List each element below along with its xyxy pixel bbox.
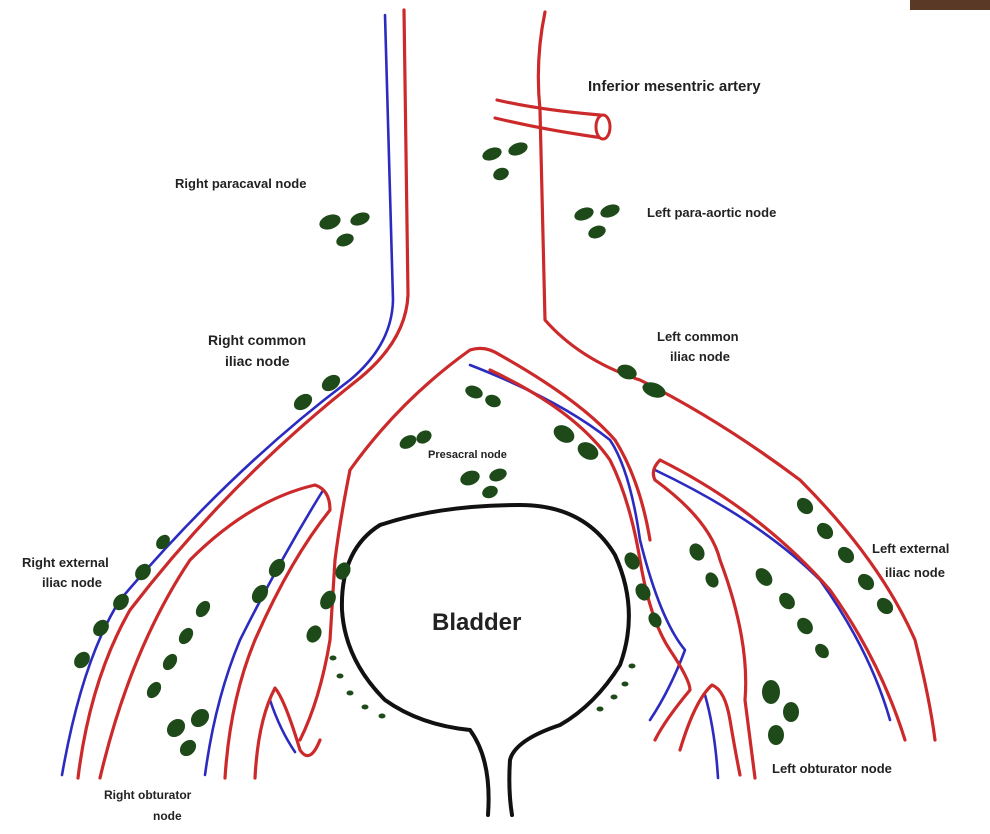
left-obturator-artery	[680, 685, 740, 775]
right-obturator-artery	[255, 688, 320, 778]
label-right-common-iliac-node-1: Right common	[208, 332, 306, 348]
lymph-node-left-internal	[703, 570, 721, 590]
label-left-external-iliac-node-1: Left external	[872, 541, 949, 556]
label-right-paracaval-node: Right paracaval node	[175, 176, 306, 191]
left-obturator-vein	[705, 695, 718, 778]
lymph-node-left-para-aortic	[573, 205, 596, 223]
perivesical-node-dot	[629, 664, 636, 669]
lymph-node-left-para-aortic	[586, 223, 607, 240]
inferior-mesenteric-artery-bottom	[495, 118, 603, 138]
lymph-node-right-internal	[193, 598, 213, 620]
lymph-node-presacral	[487, 466, 508, 483]
label-left-common-iliac-node-1: Left common	[657, 329, 739, 344]
label-right-external-iliac-node-2: iliac node	[42, 575, 102, 590]
inferior-mesenteric-artery-end	[596, 115, 610, 139]
lymph-node-left-para-aortic	[599, 202, 622, 220]
lymph-node-left-internal	[686, 541, 707, 564]
lymph-node-presacral	[480, 484, 499, 501]
perivesical-node-dot	[379, 714, 386, 719]
label-right-common-iliac-node-2: iliac node	[225, 353, 290, 369]
lymph-node-left-presacral	[550, 422, 577, 447]
lymph-node-left-obturator	[768, 725, 784, 745]
lymph-node-right-internal	[144, 679, 164, 701]
label-right-obturator-node-2: node	[153, 809, 182, 823]
label-left-common-iliac-node-2: iliac node	[670, 349, 730, 364]
lymph-node-para-aortic	[507, 140, 530, 158]
lymph-node-left-internal	[646, 610, 664, 630]
perivesical-node-dot	[330, 656, 337, 661]
lymph-node-right-internal	[317, 588, 339, 612]
label-presacral-node: Presacral node	[428, 449, 507, 461]
perivesical-node-dot	[611, 695, 618, 700]
lymph-node-para-aortic	[491, 166, 510, 183]
lymph-node-para-aortic	[481, 145, 504, 163]
corner-tab	[910, 0, 990, 10]
lymph-node-left-external	[814, 520, 837, 543]
lymph-node-presacral	[397, 432, 419, 451]
left-common-iliac-vein	[470, 365, 685, 720]
lymph-node-left-external	[812, 641, 831, 661]
lymph-node-left-obturator	[762, 680, 780, 704]
lymph-node-right-obturator	[187, 705, 212, 730]
lymph-node-presacral	[463, 383, 484, 400]
perivesical-node-dot	[622, 682, 629, 687]
lymph-node-left-external	[752, 565, 776, 589]
lymph-node-right-internal	[160, 651, 180, 673]
lymph-node-right-obturator	[177, 737, 200, 760]
lymph-node-paracaval	[349, 210, 372, 228]
label-inferior-mesenteric-artery: Inferior mesentric artery	[588, 78, 761, 95]
perivesical-node-dot	[347, 691, 354, 696]
lymph-node-left-internal	[632, 581, 653, 604]
lymph-node-right-internal	[303, 623, 324, 646]
lymph-node-left-external	[794, 615, 816, 638]
perivesical-node-dot	[337, 674, 344, 679]
lymph-node-presacral	[483, 393, 502, 410]
lymph-node-presacral	[458, 468, 482, 488]
label-bladder: Bladder	[432, 609, 521, 636]
label-left-obturator-node: Left obturator node	[772, 761, 892, 776]
lymph-node-left-external	[835, 544, 858, 567]
lymph-node-left-external	[794, 495, 817, 518]
lymph-node-presacral	[414, 428, 434, 446]
lymph-node-paracaval	[334, 231, 355, 248]
lymph-node-right-internal	[176, 625, 196, 647]
right-iliac-vein	[62, 15, 393, 775]
aorta-and-arteries	[78, 10, 935, 778]
lymph-node-left-obturator	[783, 702, 799, 722]
lymph-node-paracaval	[317, 212, 342, 233]
label-left-external-iliac-node-2: iliac node	[885, 565, 945, 580]
inferior-mesenteric-artery-top	[497, 100, 600, 115]
label-left-para-aortic-node: Left para-aortic node	[647, 205, 776, 220]
label-right-external-iliac-node-1: Right external	[22, 555, 109, 570]
perivesical-node-dot	[597, 707, 604, 712]
lymph-node-right-common-iliac	[319, 372, 343, 395]
lymph-node-right-obturator	[163, 715, 188, 740]
bladder	[330, 505, 636, 815]
lymph-node-left-external	[776, 590, 798, 613]
bladder-outline	[342, 505, 629, 815]
lymph-node-left-external	[855, 571, 878, 594]
label-right-obturator-node-1: Right obturator	[104, 788, 192, 802]
labels: Inferior mesentric artery Right paracava…	[22, 78, 949, 823]
perivesical-node-dot	[362, 705, 369, 710]
